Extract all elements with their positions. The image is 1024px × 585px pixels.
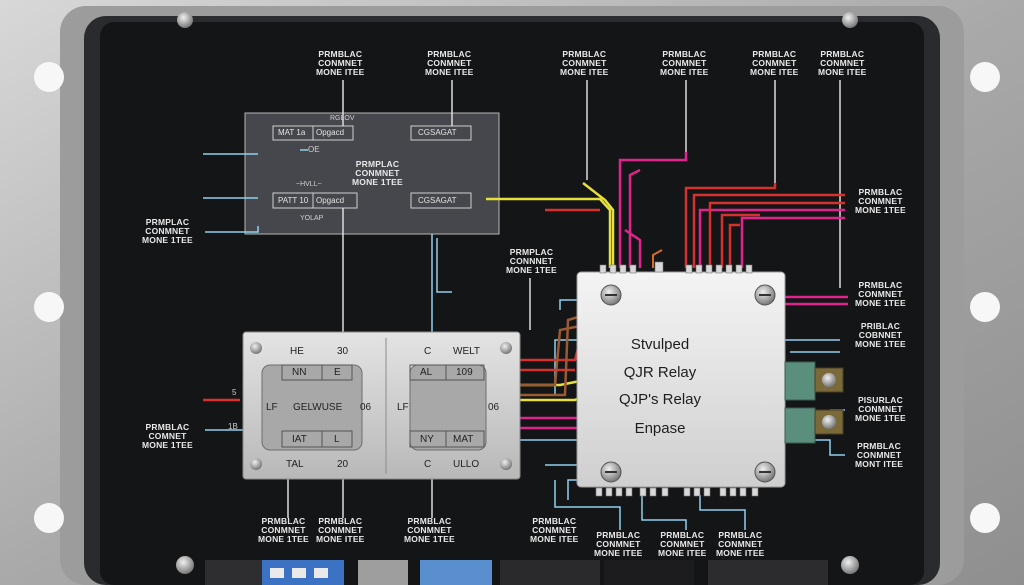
relay-line-3: QJP's Relay — [618, 391, 702, 408]
terminal-cell-mat: MAT — [453, 434, 474, 445]
terminal-label-ullo: ULLO — [453, 459, 480, 470]
left-mark-1: 5 — [232, 388, 237, 397]
terminal-label-30: 30 — [337, 346, 349, 357]
schematic-cell-b2: Opgacd — [316, 196, 345, 205]
left-mark-2: 1B — [228, 422, 238, 431]
schematic-cell-a2: Opgacd — [316, 128, 345, 137]
schematic-cell-a4: OE — [308, 145, 320, 154]
relay-pins — [595, 261, 759, 497]
terminal-cell-ny: NY — [420, 434, 434, 445]
terminal-cell-e: E — [334, 367, 341, 378]
terminal-cell-l: L — [334, 434, 340, 445]
relay-line-2: QJR Relay — [623, 364, 697, 381]
terminal-label-20: 20 — [337, 459, 349, 470]
terminal-cell-109: 109 — [456, 367, 473, 378]
terminal-label-tal: TAL — [286, 459, 304, 470]
schematic-cell-a1: MAT 1a — [278, 128, 306, 137]
terminal-cell-iat: IAT — [292, 434, 307, 445]
terminal-label-gelwuse: GELWUSE — [293, 402, 343, 413]
schematic-cell-a3: CGSAGAT — [418, 128, 457, 137]
red-wires — [203, 183, 845, 402]
terminal-label-lf: LF — [266, 402, 278, 413]
side-terminals — [784, 361, 844, 444]
terminal-cell-nn: NN — [292, 367, 307, 378]
terminal-label-lf-right: LF — [397, 402, 409, 413]
terminal-label-he: HE — [290, 346, 304, 357]
relay-screws — [600, 284, 776, 483]
terminal-label-welt: WELT — [453, 346, 481, 357]
schematic-mid-label: ~HVLL~ — [296, 181, 322, 188]
terminal-label-c: C — [424, 346, 432, 357]
terminal-label-06-left: 06 — [360, 402, 372, 413]
schematic-panel — [244, 112, 500, 235]
terminal-block-screws — [250, 342, 512, 470]
terminal-label-06-right: 06 — [488, 402, 500, 413]
relay-line-1: Stvulped — [630, 336, 690, 353]
bottom-connectors — [205, 560, 828, 585]
magenta-wires — [520, 152, 848, 430]
enclosure-screws — [176, 12, 859, 574]
terminal-label-c-bottom: C — [424, 459, 432, 470]
schematic-bottom-label: YOLAP — [300, 215, 324, 222]
signal-lines — [287, 80, 841, 518]
terminal-cell-al: AL — [420, 367, 433, 378]
schematic-cell-b3: CGSAGAT — [418, 196, 457, 205]
relay-line-4: Enpase — [634, 420, 686, 437]
mounting-holes — [34, 62, 1000, 533]
schematic-cell-b1: PATT 10 — [278, 196, 309, 205]
schematic-title: RGLOV — [330, 115, 355, 122]
